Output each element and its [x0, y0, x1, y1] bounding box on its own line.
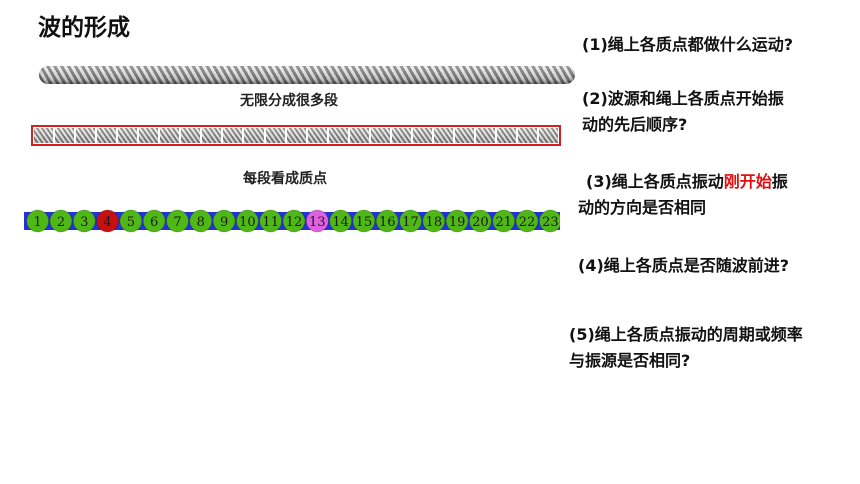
particle-label: 4 — [103, 215, 111, 230]
particle-label: 19 — [449, 215, 466, 230]
particle-label: 23 — [542, 215, 559, 230]
particle-6 — [142, 209, 166, 233]
particle-4 — [96, 209, 119, 233]
particle-label: 6 — [150, 215, 158, 230]
particle-label: 7 — [173, 215, 181, 230]
rope-segment — [265, 128, 285, 143]
particle-14 — [329, 209, 353, 233]
rope-segment — [391, 128, 411, 143]
particle-21 — [492, 209, 516, 233]
rope-segment — [118, 128, 138, 143]
particles-caption: 每段看成质点 — [243, 171, 327, 187]
particle-label: 3 — [80, 215, 88, 230]
particle-13 — [305, 209, 329, 233]
particle-12 — [282, 209, 306, 233]
rope-segment — [286, 128, 306, 143]
rope-segment — [497, 128, 517, 143]
particle-label: 10 — [239, 215, 256, 230]
particle-15 — [352, 209, 376, 233]
rope-segment — [160, 128, 180, 143]
particle-2 — [49, 209, 73, 233]
question-3-highlight: 刚开始 — [723, 172, 772, 191]
particle-label: 20 — [472, 215, 489, 230]
divide-caption: 无限分成很多段 — [240, 93, 338, 109]
particle-label: 11 — [262, 215, 279, 230]
particle-label: 18 — [426, 215, 443, 230]
page-title: 波的形成 — [38, 15, 130, 41]
particle-18 — [422, 209, 446, 233]
particle-16 — [375, 209, 399, 233]
particle-5 — [119, 209, 143, 233]
particle-label: 22 — [519, 215, 536, 230]
question-2-line-2: 动的先后顺序? — [582, 115, 688, 134]
particle-label: 15 — [356, 215, 373, 230]
rope-segment — [181, 128, 201, 143]
rope-segment — [139, 128, 159, 143]
rope-segment — [202, 128, 222, 143]
particle-label: 14 — [332, 215, 349, 230]
particle-label: 13 — [309, 215, 326, 230]
question-5-line-2: 与振源是否相同? — [569, 351, 691, 370]
particle-label: 21 — [495, 215, 512, 230]
rope-segment — [97, 128, 117, 143]
particle-label: 9 — [220, 215, 228, 230]
particle-3 — [72, 209, 96, 233]
particle-11 — [259, 209, 283, 233]
rope-segment — [433, 128, 453, 143]
rope-segment — [328, 128, 348, 143]
question-3-line-1: (3)绳上各质点振动刚开始振 — [586, 169, 788, 195]
rope-segment — [244, 128, 264, 143]
particle-23 — [538, 209, 560, 233]
question-3-suffix: 振 — [771, 172, 788, 191]
question-4: (4)绳上各质点是否随波前进? — [578, 256, 790, 275]
rope-segments — [31, 125, 561, 146]
question-3-line-2: 动的方向是否相同 — [578, 198, 707, 217]
rope-image — [39, 66, 575, 84]
particle-7 — [166, 209, 189, 233]
rope-segment — [223, 128, 243, 143]
rope-segment — [370, 128, 390, 143]
rope-segment — [454, 128, 474, 143]
question-5-line-1: (5)绳上各质点振动的周期或频率 — [569, 325, 803, 344]
rope-segment — [55, 128, 75, 143]
particle-label: 8 — [197, 215, 205, 230]
rope-segment — [307, 128, 327, 143]
particle-label: 17 — [402, 215, 419, 230]
question-2-line-1: (2)波源和绳上各质点开始振 — [582, 89, 784, 108]
particle-label: 1 — [34, 215, 42, 230]
particle-17 — [399, 209, 422, 233]
particle-19 — [445, 209, 469, 233]
particle-22 — [515, 209, 539, 233]
particle-1 — [26, 209, 50, 233]
rope-segment — [518, 128, 538, 143]
particle-10 — [235, 209, 259, 233]
rope-segment — [412, 128, 432, 143]
rope-segment — [475, 128, 496, 143]
rope-segment — [349, 128, 369, 143]
particle-label: 2 — [57, 215, 65, 230]
particle-label: 16 — [379, 215, 396, 230]
particle-label: 5 — [127, 215, 135, 230]
rope-segment — [76, 128, 96, 143]
particle-8 — [189, 209, 213, 233]
particle-20 — [469, 209, 492, 233]
question-1: (1)绳上各质点都做什么运动? — [582, 35, 794, 54]
particle-9 — [212, 209, 236, 233]
rope-segment — [539, 128, 559, 143]
question-3-prefix: (3)绳上各质点振动 — [586, 172, 724, 191]
rope-segment — [34, 128, 54, 143]
particle-label: 12 — [286, 215, 303, 230]
